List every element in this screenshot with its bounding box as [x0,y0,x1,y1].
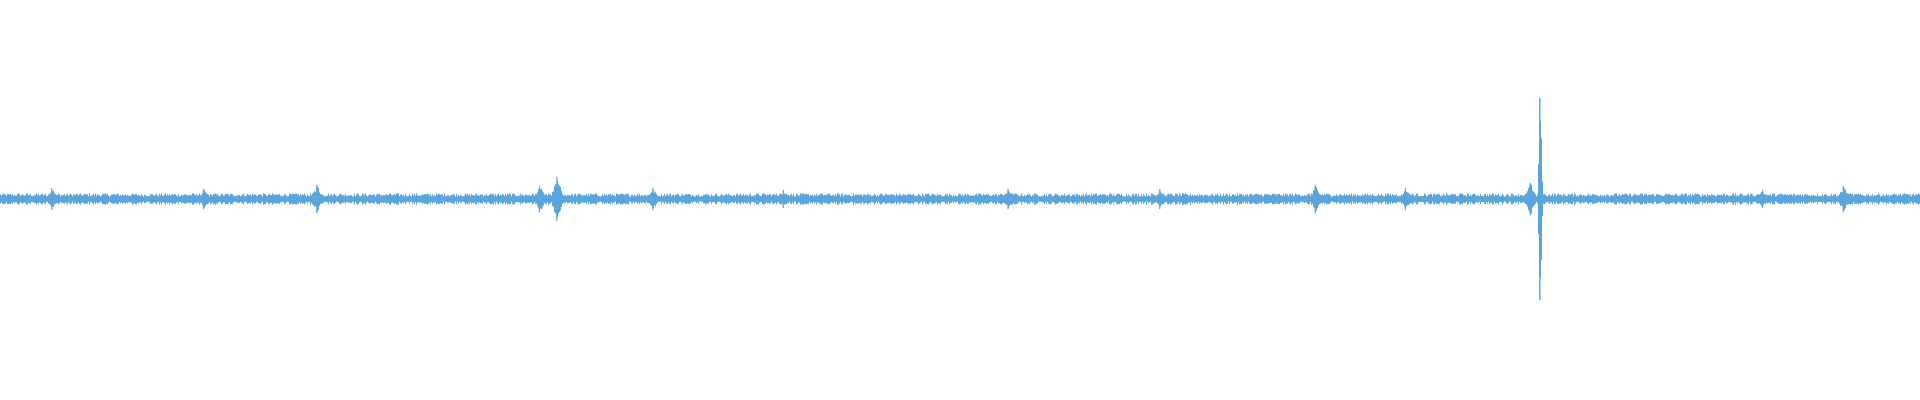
waveform-trace [0,121,1920,277]
waveform-series [0,98,1920,300]
